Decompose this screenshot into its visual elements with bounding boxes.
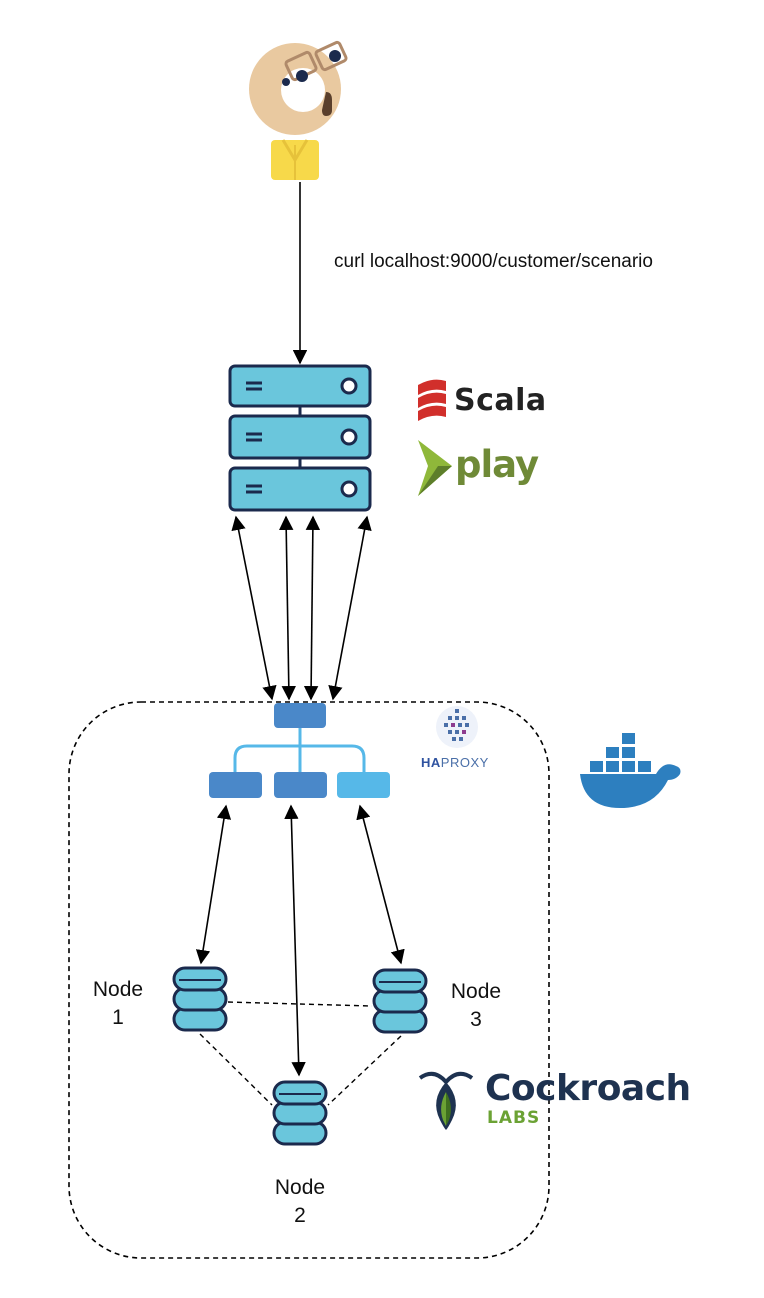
haproxy-label-bold: HA <box>421 755 441 770</box>
node-3-label-line2: 3 <box>470 1008 482 1031</box>
node-3-label: Node 3 <box>436 978 516 1034</box>
scala-label: Scala <box>454 383 547 418</box>
node-1-label: Node 1 <box>78 976 158 1032</box>
haproxy-logo-icon <box>436 706 478 748</box>
node-2-label: Node 2 <box>260 1174 340 1230</box>
node-1-label-line1: Node <box>92 978 144 1001</box>
node-3-label-line1: Node <box>450 980 502 1003</box>
cockroach-brand-name: Cockroach <box>485 1068 691 1109</box>
database-node-1-icon <box>172 966 228 1032</box>
node-mesh <box>199 1001 402 1106</box>
node-2-label-line2: 2 <box>294 1204 306 1227</box>
docker-logo-icon <box>580 733 681 808</box>
cockroach-brand-sub: LABS <box>487 1108 541 1128</box>
haproxy-label: HAPROXY <box>421 755 489 770</box>
node-1-label-line2: 1 <box>112 1006 124 1029</box>
load-balancer-icon <box>209 703 390 798</box>
database-node-3-icon <box>372 968 428 1034</box>
request-label: curl localhost:9000/customer/scenario <box>334 251 653 272</box>
app-server-icon <box>228 364 372 512</box>
cockroach-logo-icon <box>418 1071 474 1130</box>
play-logo-icon <box>418 440 452 496</box>
app-lb-connections <box>231 515 372 701</box>
play-label: play <box>455 443 539 486</box>
user-avatar-icon <box>249 40 348 180</box>
node-2-label-line1: Node <box>274 1176 326 1199</box>
lb-node-connections <box>195 804 405 1077</box>
database-node-2-icon <box>272 1080 328 1146</box>
scala-logo-icon <box>418 379 446 421</box>
haproxy-label-rest: PROXY <box>440 755 489 770</box>
